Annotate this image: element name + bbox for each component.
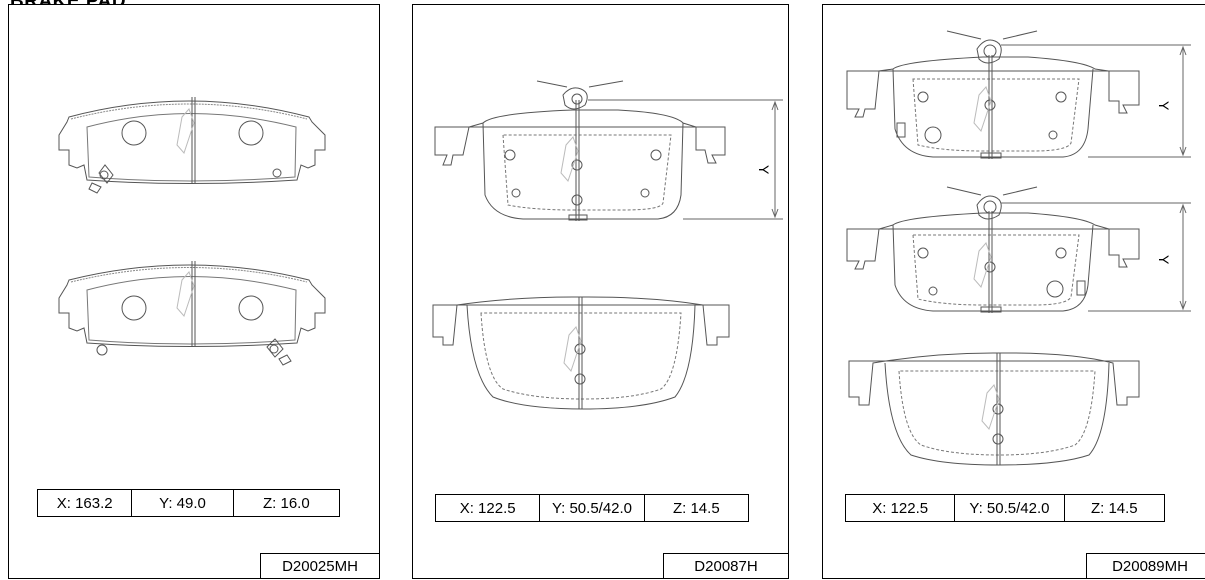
brake-pad-drawing-3: Y Y: [846, 30, 1191, 466]
dim-y: Y: 49.0: [132, 490, 234, 516]
part-code: D20089MH: [1086, 553, 1205, 579]
dim-z: Z: 14.5: [1090, 499, 1138, 517]
panel-d20025mh: X: 163.2 Y: 49.0 Z: 16.0 D20025MH: [8, 4, 380, 579]
brake-pad-outline-top: [58, 97, 326, 194]
dim-x: X: 122.5: [846, 495, 956, 521]
dim-x: X: 122.5: [436, 495, 541, 521]
dimension-label-y-bottom: Y: [1156, 255, 1172, 265]
brake-pad-outline-bottom: [58, 261, 326, 366]
brake-pad-drawing-1: [58, 97, 326, 366]
brake-pad-drawing-2: Y: [432, 80, 783, 410]
dim-z: Z: 16.0: [263, 494, 310, 512]
dimension-label-y: Y: [756, 165, 772, 175]
dim-y: Y: 50.5/42.0: [540, 495, 645, 521]
dimension-table: X: 122.5 Y: 50.5/42.0 Z: 14.5: [845, 494, 1165, 522]
panel-d20089mh: Y Y X: 122.5 Y: 50.5/42.0 Z: 14.5 D20089…: [822, 4, 1205, 579]
dim-y: Y: 50.5/42.0: [955, 495, 1065, 521]
brake-pad-outline-middle: [846, 186, 1191, 313]
brake-pad-outline-top: [434, 80, 783, 221]
dimension-label-y-top: Y: [1156, 101, 1172, 111]
part-code: D20087H: [663, 553, 789, 579]
brake-pad-outline-bottom: [848, 352, 1140, 466]
dimension-table: X: 163.2 Y: 49.0 Z: 16.0: [37, 489, 340, 517]
panel-d20087h: Y X: 122.5 Y: 50.5/42.0 Z: 14.5 D20087H: [412, 4, 789, 579]
dim-z: Z: 14.5: [672, 499, 720, 517]
dimension-table: X: 122.5 Y: 50.5/42.0 Z: 14.5: [435, 494, 749, 522]
brake-pad-outline-bottom: [432, 296, 730, 410]
brake-pad-outline-top: [846, 30, 1191, 159]
dim-x: X: 163.2: [38, 490, 133, 516]
part-code: D20025MH: [260, 553, 380, 579]
